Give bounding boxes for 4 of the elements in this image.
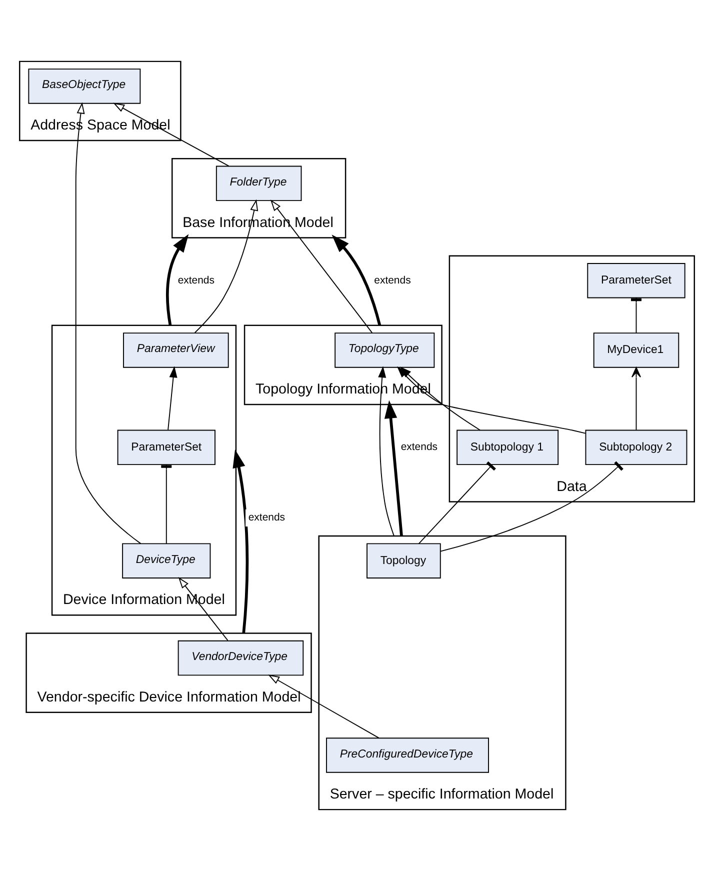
edge-label: extends <box>400 442 438 453</box>
edge-label: extends <box>178 274 215 286</box>
edge-label: extends <box>248 512 286 524</box>
edge-label: extends <box>374 274 411 286</box>
